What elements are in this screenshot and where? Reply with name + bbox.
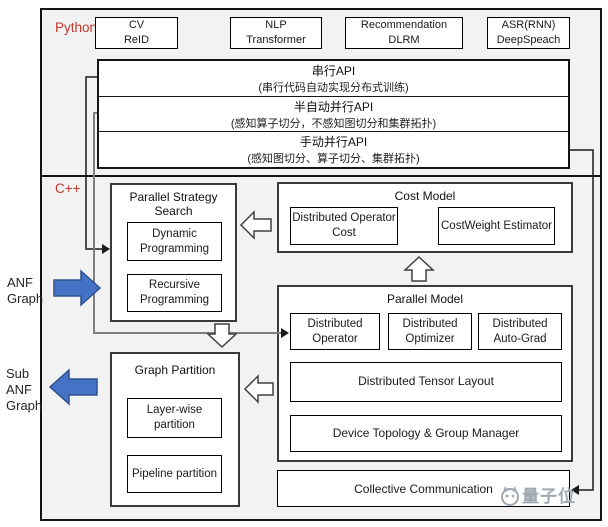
parallel-model-title: Parallel Model [386, 292, 464, 306]
api-layer-semi-auto-parallel: 半自动并行API (感知算子切分，不感知图切分和集群拓扑) [99, 95, 568, 132]
sub-anf-graph-label: Sub ANF Graph [6, 366, 43, 413]
anf-graph-label: ANF Graph [7, 275, 44, 306]
watermark-qbitai: 量子位 [498, 482, 576, 507]
api-layer-stack: 串行API (串行代码自动实现分布式训练) 半自动并行API (感知算子切分，不… [97, 59, 570, 169]
cost-model-title: Cost Model [394, 189, 456, 203]
api-layer-manual-parallel: 手动并行API (感知图切分、算子切分、集群拓扑) [99, 131, 568, 167]
app-box-recommendation-line2: DLRM [388, 34, 420, 46]
api-layer-semi-auto-parallel-title: 半自动并行API [293, 99, 374, 114]
qbitai-logo-icon [501, 485, 519, 506]
app-box-cv-line1: CV [128, 19, 145, 32]
api-layer-manual-parallel-subtitle: (感知图切分、算子切分、集群拓扑) [247, 153, 420, 166]
app-box-asr-line2: DeepSpeach [496, 34, 561, 46]
app-box-recommendation-line1: Recommendation [360, 19, 448, 32]
distributed-tensor-layout-box: Distributed Tensor Layout [290, 362, 562, 402]
app-box-nlp-line2: Transformer [246, 34, 306, 46]
layer-wise-partition-box: Layer-wise partition [127, 398, 222, 438]
dynamic-programming-box: Dynamic Programming [127, 222, 222, 261]
api-layer-semi-auto-parallel-subtitle: (感知算子切分，不感知图切分和集群拓扑) [230, 117, 437, 130]
app-box-nlp-line1: NLP [265, 19, 287, 32]
collective-communication-box: Collective Communication [277, 470, 570, 507]
parallel-strategy-search-title: Parallel Strategy Search [129, 190, 218, 218]
api-layer-serial-title: 串行API [311, 63, 356, 78]
app-box-recommendation: Recommendation DLRM [345, 17, 463, 49]
device-topology-group-manager-box: Device Topology & Group Manager [290, 415, 562, 452]
distributed-auto-grad-box: Distributed Auto-Grad [478, 313, 562, 350]
distributed-optimizer-box: Distributed Optimizer [388, 313, 472, 350]
cost-weight-estimator-box: CostWeight Estimator [438, 207, 555, 245]
api-layer-manual-parallel-title: 手动并行API [299, 135, 368, 150]
app-box-asr: ASR(RNN) DeepSpeach [487, 17, 570, 49]
distributed-operator-cost-box: Distributed Operator Cost [290, 207, 398, 245]
watermark-text: 量子位 [522, 487, 576, 506]
recursive-programming-box: Recursive Programming [127, 274, 222, 312]
app-box-asr-line1: ASR(RNN) [501, 19, 556, 32]
pipeline-partition-box: Pipeline partition [127, 455, 222, 493]
distributed-operator-box: Distributed Operator [290, 313, 380, 350]
api-layer-serial: 串行API (串行代码自动实现分布式训练) [99, 61, 568, 96]
app-box-nlp: NLP Transformer [230, 17, 322, 49]
graph-partition-title: Graph Partition [134, 363, 216, 377]
api-layer-serial-subtitle: (串行代码自动实现分布式训练) [258, 81, 409, 94]
app-box-cv-line2: ReID [123, 34, 150, 46]
python-cpp-divider [40, 175, 602, 177]
cpp-section-label: C++ [55, 181, 81, 196]
python-section-label: Python [55, 20, 98, 35]
app-box-cv: CV ReID [95, 17, 178, 49]
